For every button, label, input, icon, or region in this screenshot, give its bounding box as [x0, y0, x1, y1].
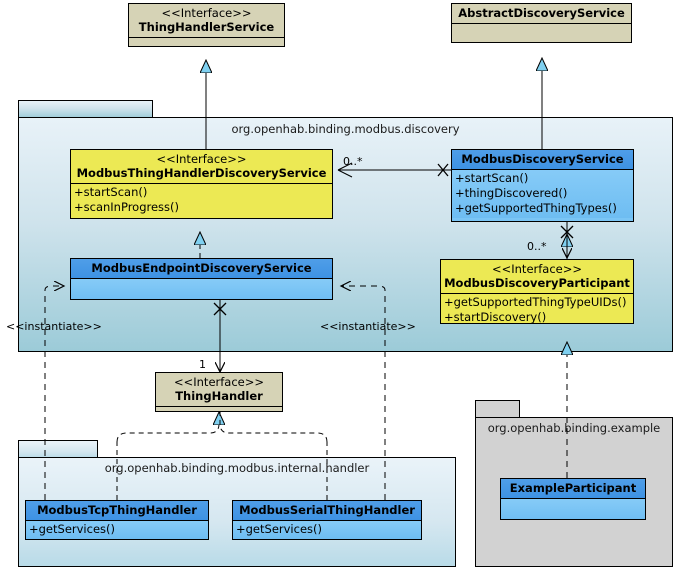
member-item: +startDiscovery(): [444, 310, 547, 324]
member-item: +getSupportedThingTypes(): [455, 201, 617, 215]
node-abstract-discovery-service[interactable]: AbstractDiscoveryService: [451, 3, 632, 43]
stereotype-label: <<Interface>>: [156, 152, 247, 166]
package-label-modbus-discovery: org.openhab.binding.modbus.discovery: [231, 122, 460, 136]
node-body: [129, 38, 284, 46]
node-modbus-thing-handler-discovery-service[interactable]: <<Interface>> ModbusThingHandlerDiscover…: [70, 149, 333, 219]
member-item: +getSupportedThingTypeUIDs(): [444, 295, 627, 309]
node-body: [452, 24, 631, 42]
class-name-label: ModbusSerialThingHandler: [239, 503, 415, 517]
edge-label-participant-multiplicity: 0..*: [527, 240, 547, 253]
class-name-label: ThingHandlerService: [138, 20, 275, 34]
stereotype-label: <<Interface>>: [161, 6, 252, 20]
node-body: +startScan() +scanInProgress(): [71, 184, 332, 217]
node-body: +getSupportedThingTypeUIDs() +startDisco…: [441, 294, 633, 324]
node-header: ModbusEndpointDiscoveryService: [71, 259, 332, 279]
node-body: [156, 407, 282, 411]
class-name-label: ExampleParticipant: [509, 481, 637, 495]
stereotype-label: <<Interface>>: [491, 262, 583, 276]
node-body: +getServices(): [233, 521, 421, 539]
node-modbus-discovery-participant[interactable]: <<Interface>> ModbusDiscoveryParticipant…: [440, 259, 634, 324]
package-tab: [18, 440, 98, 458]
member-item: +scanInProgress(): [74, 200, 180, 214]
node-header: ModbusTcpThingHandler: [26, 501, 208, 521]
member-item: +getServices(): [236, 522, 322, 536]
class-name-label: ThingHandler: [175, 389, 263, 403]
stereotype-label: <<Interface>>: [173, 375, 265, 389]
node-thing-handler-service[interactable]: <<Interface>> ThingHandlerService: [128, 3, 285, 47]
package-tab: [18, 100, 153, 118]
class-name-label: ModbusDiscoveryService: [461, 152, 624, 166]
node-header: ModbusDiscoveryService: [452, 150, 633, 170]
node-header: <<Interface>> ModbusDiscoveryParticipant: [441, 260, 633, 294]
edge-label-thing-handler-multiplicity: 1: [199, 358, 206, 371]
node-modbus-serial-thing-handler[interactable]: ModbusSerialThingHandler +getServices(): [232, 500, 422, 540]
node-example-participant[interactable]: ExampleParticipant: [500, 478, 646, 520]
node-header: AbstractDiscoveryService: [452, 4, 631, 24]
package-label-example: org.openhab.binding.example: [487, 421, 661, 435]
node-thing-handler[interactable]: <<Interface>> ThingHandler: [155, 372, 283, 412]
class-name-label: ModbusThingHandlerDiscoveryService: [76, 166, 327, 180]
node-body: [71, 279, 332, 299]
member-item: +thingDiscovered(): [455, 186, 568, 200]
node-body: [501, 499, 645, 519]
package-tab: [475, 400, 520, 418]
node-header: <<Interface>> ModbusThingHandlerDiscover…: [71, 150, 332, 184]
member-item: +getServices(): [29, 522, 115, 536]
node-modbus-tcp-thing-handler[interactable]: ModbusTcpThingHandler +getServices(): [25, 500, 209, 540]
member-item: +startScan(): [455, 171, 529, 185]
class-name-label: ModbusDiscoveryParticipant: [444, 276, 630, 290]
node-body: +getServices(): [26, 521, 208, 539]
member-item: +startScan(): [74, 185, 148, 199]
class-name-label: AbstractDiscoveryService: [458, 6, 625, 20]
class-name-label: ModbusEndpointDiscoveryService: [91, 261, 312, 275]
class-name-label: ModbusTcpThingHandler: [37, 503, 197, 517]
package-label-internal-handler: org.openhab.binding.modbus.internal.hand…: [104, 461, 370, 475]
node-body: +startScan() +thingDiscovered() +getSupp…: [452, 170, 633, 218]
node-modbus-discovery-service[interactable]: ModbusDiscoveryService +startScan() +thi…: [451, 149, 634, 222]
edge-label-discovery-service-multiplicity: 0..*: [343, 155, 363, 168]
node-header: ExampleParticipant: [501, 479, 645, 499]
edge-label-instantiate-right: <<instantiate>>: [320, 320, 416, 333]
node-header: <<Interface>> ThingHandler: [156, 373, 282, 407]
edge-label-instantiate-left: <<instantiate>>: [6, 320, 102, 333]
node-modbus-endpoint-discovery-service[interactable]: ModbusEndpointDiscoveryService: [70, 258, 333, 300]
node-header: ModbusSerialThingHandler: [233, 501, 421, 521]
node-header: <<Interface>> ThingHandlerService: [129, 4, 284, 38]
